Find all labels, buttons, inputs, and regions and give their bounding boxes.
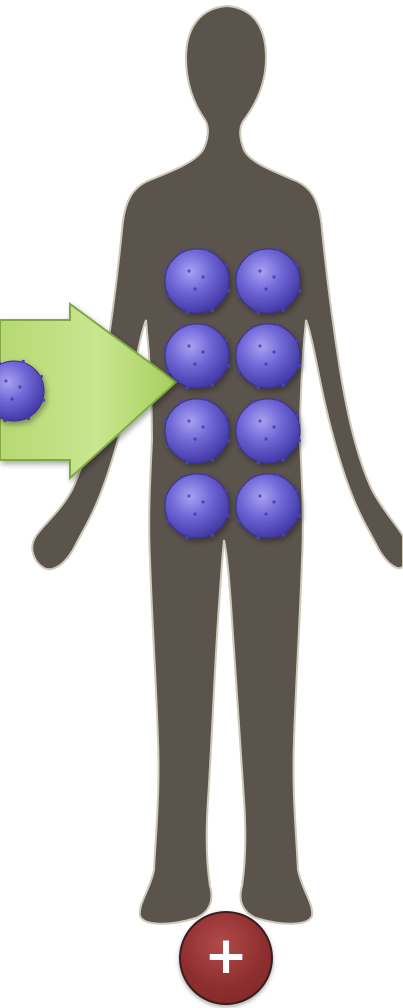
body-shape <box>32 6 403 924</box>
add-button[interactable]: + <box>179 911 273 1005</box>
human-silhouette <box>32 6 403 924</box>
add-button-label: + <box>204 930 248 982</box>
